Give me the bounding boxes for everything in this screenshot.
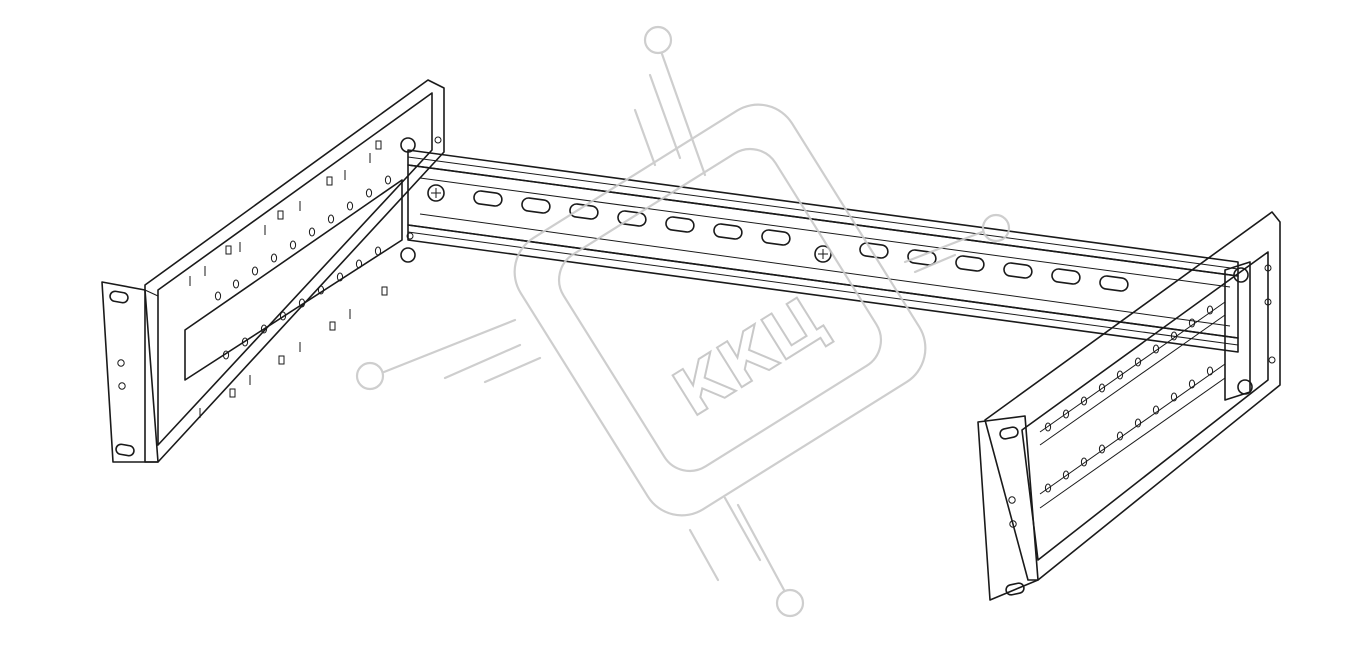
left-bracket-scale-bottom (199, 286, 388, 418)
left-ear-slot-top (109, 290, 129, 304)
rail-slots (473, 190, 1129, 292)
watermark: ККЦ (355, 25, 1011, 618)
right-bracket-holes (1044, 305, 1214, 493)
right-bracket-screw-top (1233, 267, 1249, 283)
left-bracket (101, 79, 445, 463)
rail-screw-middle (814, 245, 832, 263)
right-ear-slot-bottom (1005, 582, 1025, 596)
right-bracket (977, 211, 1281, 601)
left-ear-slot-bottom (115, 443, 135, 457)
left-bracket-scale-top (189, 140, 382, 286)
right-ear-slot-top (999, 426, 1019, 440)
left-bracket-screw-bottom (400, 247, 416, 263)
right-bracket-screw-bottom (1237, 379, 1253, 395)
left-bracket-holes (214, 175, 392, 360)
watermark-text: ККЦ (662, 282, 840, 432)
left-front-ear (101, 281, 159, 463)
left-bracket-screw-top (400, 137, 416, 153)
right-front-ear (977, 415, 1039, 601)
rail-screw-left (427, 184, 445, 202)
